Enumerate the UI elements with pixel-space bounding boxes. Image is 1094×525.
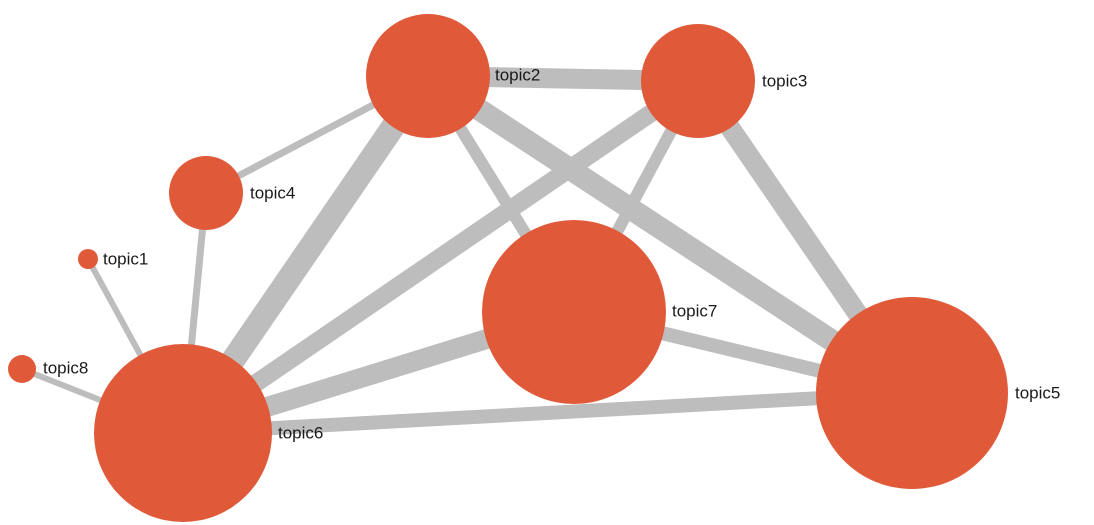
label-layer: topic1 topic2 topic3 topic4 topic5 topic6 topi… [43,65,1060,442]
node-layer [8,14,1008,522]
edge-topic3-topic6 [177,73,704,441]
node-topic2[interactable] [366,14,490,138]
node-topic3[interactable] [641,24,755,138]
node-label-topic3: topic3 [762,71,807,90]
node-label-topic1: topic1 [103,249,148,268]
node-topic7[interactable] [482,220,666,404]
node-label-topic7: topic7 [672,301,717,320]
node-topic1[interactable] [78,249,98,269]
node-label-topic4: topic4 [250,183,295,202]
node-label-topic6: topic6 [278,423,323,442]
node-topic4[interactable] [169,156,243,230]
edge-topic2-topic5 [421,66,919,403]
node-topic8[interactable] [8,355,36,383]
node-label-topic2: topic2 [495,65,540,84]
node-label-topic5: topic5 [1015,383,1060,402]
node-topic5[interactable] [816,297,1008,489]
node-topic6[interactable] [94,344,272,522]
node-label-topic8: topic8 [43,358,88,377]
edge-topic6-topic5 [182,386,913,440]
